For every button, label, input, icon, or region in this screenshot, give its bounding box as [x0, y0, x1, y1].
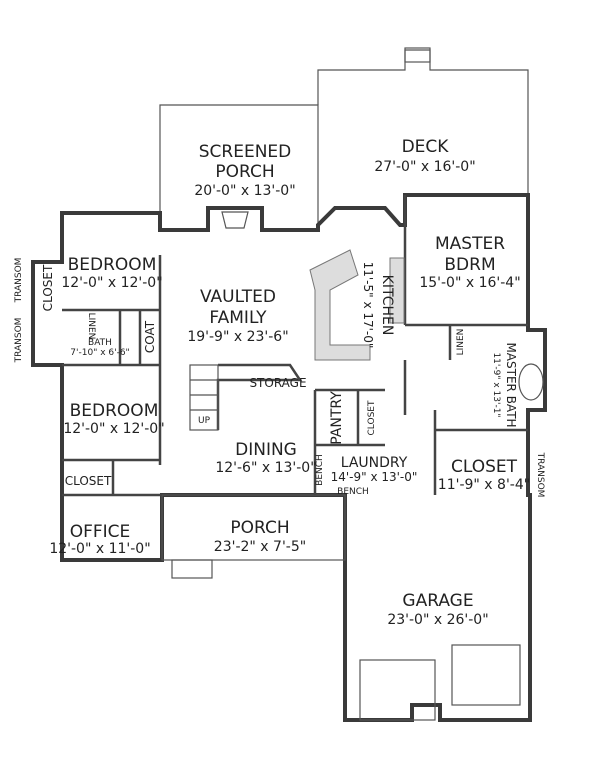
- bath-label: BATH 7'-10" x 6'-6": [70, 338, 129, 358]
- room-name: PORCH: [230, 518, 289, 538]
- room-name: VAULTED: [200, 287, 276, 307]
- transom-label: TRANSOM: [535, 452, 545, 498]
- porch-label: PORCH 23'-2" x 7'-5": [214, 518, 306, 555]
- deck-outline: [317, 47, 529, 195]
- screened-porch-label: SCREENED PORCH 20'-0" x 13'-0": [194, 142, 295, 199]
- bedroom2-label: BEDROOM 12'-0" x 12'-0": [63, 401, 164, 437]
- coat-label: COAT: [143, 320, 157, 353]
- room-dims: 23'-2" x 7'-5": [214, 539, 306, 555]
- bench-label: BENCH: [337, 487, 369, 497]
- room-dims: 27'-0" x 16'-0": [374, 159, 475, 175]
- linen-label: LINEN: [86, 313, 96, 340]
- office-label: OFFICE 12'-0" x 11'-0": [49, 522, 150, 557]
- room-dims: 23'-0" x 26'-0": [387, 612, 488, 628]
- room-name: DECK: [402, 137, 450, 157]
- room-name: BDRM: [444, 255, 495, 275]
- linen-label: LINEN: [456, 329, 466, 356]
- room-name: GARAGE: [402, 591, 473, 611]
- master-bath-label: MASTER BATH 11'-9" x 13'-1": [491, 342, 518, 427]
- room-name: OFFICE: [70, 522, 131, 542]
- room-name: BEDROOM: [68, 255, 157, 275]
- room-name: DINING: [235, 440, 297, 460]
- room-dims: 11'-9" x 8'-4": [438, 477, 530, 493]
- transom-label: TRANSOM: [14, 318, 24, 364]
- master-closet-label: CLOSET 11'-9" x 8'-4": [438, 457, 530, 493]
- room-dims: 12'-0" x 12'-0": [61, 275, 162, 291]
- room-name: BATH: [88, 338, 112, 348]
- dining-label: DINING 12'-6" x 13'-0": [215, 440, 316, 476]
- bathtub: [518, 363, 544, 401]
- room-dims: 12'-6" x 13'-0": [215, 460, 316, 476]
- front-porch-outline: [161, 494, 346, 579]
- stairs: [189, 364, 219, 431]
- screened-porch-outline: [159, 104, 319, 230]
- garage-doors: [359, 644, 521, 721]
- room-name: FAMILY: [209, 308, 267, 328]
- kitchen-counters: [309, 249, 405, 361]
- closet-label: CLOSET: [367, 400, 377, 435]
- bench-label: BENCH: [315, 454, 325, 486]
- room-dims: 19'-9" x 23'-6": [187, 329, 288, 345]
- room-dims: 12'-0" x 12'-0": [63, 421, 164, 437]
- room-dims: 7'-10" x 6'-6": [70, 348, 129, 358]
- room-dims: 14'-9" x 13'-0": [331, 470, 418, 484]
- room-name: SCREENED: [199, 142, 292, 162]
- transom-label: TRANSOM: [14, 258, 24, 304]
- room-name: KITCHEN: [379, 275, 395, 336]
- deck-label: DECK 27'-0" x 16'-0": [374, 137, 475, 175]
- master-bdrm-label: MASTER BDRM 15'-0" x 16'-4": [419, 234, 520, 291]
- stairs-up-label: UP: [198, 416, 211, 426]
- laundry-label: LAUNDRY 14'-9" x 13'-0": [331, 455, 418, 484]
- fireplace: [206, 206, 264, 232]
- room-dims: 11'-9" x 13'-1": [491, 352, 501, 417]
- closet-label: CLOSET: [41, 264, 55, 311]
- room-name: PORCH: [215, 162, 274, 182]
- room-dims: 12'-0" x 11'-0": [49, 541, 150, 557]
- bedroom1-label: BEDROOM 12'-0" x 12'-0": [61, 255, 162, 291]
- interior-walls: [62, 195, 528, 497]
- room-dims: 20'-0" x 13'-0": [194, 183, 295, 199]
- room-dims: 15'-0" x 16'-4": [419, 275, 520, 291]
- room-name: CLOSET: [451, 457, 518, 477]
- room-name: MASTER: [435, 234, 505, 254]
- storage-label: STORAGE: [249, 376, 306, 390]
- room-dims: 11'-5" x 17'-0": [361, 262, 375, 349]
- kitchen-label: KITCHEN 11'-5" x 17'-0": [361, 262, 395, 349]
- room-name: LAUNDRY: [341, 455, 408, 471]
- vaulted-family-label: VAULTED FAMILY 19'-9" x 23'-6": [187, 287, 288, 345]
- room-name: MASTER BATH: [504, 342, 518, 427]
- garage-label: GARAGE 23'-0" x 26'-0": [387, 591, 488, 628]
- room-name: BEDROOM: [70, 401, 159, 421]
- closet-label: CLOSET: [65, 474, 112, 488]
- pantry-label: PANTRY: [329, 391, 345, 445]
